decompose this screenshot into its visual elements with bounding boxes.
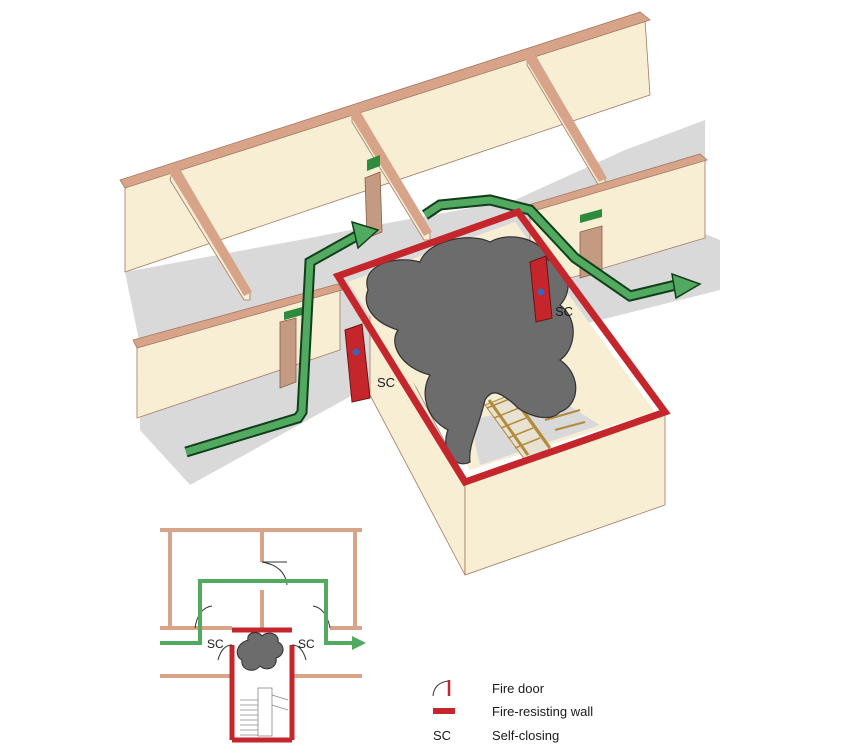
partition-wall-1-top bbox=[168, 166, 252, 296]
plan-smoke bbox=[236, 632, 284, 671]
floor-plan: SC SC bbox=[160, 528, 366, 743]
fire-door-left bbox=[344, 323, 371, 403]
office-door-left bbox=[279, 317, 297, 389]
isometric-illustration: SC SC bbox=[119, 11, 720, 576]
partition-wall-2-top bbox=[348, 108, 432, 236]
plan-stairs bbox=[240, 687, 289, 737]
plan-sc-label-right: SC bbox=[298, 637, 315, 651]
escape-route-arrowhead-right bbox=[671, 272, 702, 300]
legend-fire-door-label: Fire door bbox=[492, 681, 545, 696]
plan-escape-route bbox=[160, 579, 355, 645]
office-door-back bbox=[364, 171, 383, 239]
legend: Fire door Fire-resisting wall SC Self-cl… bbox=[432, 680, 593, 743]
exit-sign-back bbox=[367, 155, 380, 171]
back-wall-top bbox=[119, 11, 651, 189]
legend-sc-key: SC bbox=[433, 728, 451, 743]
escape-route-right bbox=[423, 196, 681, 300]
corridor-wall-left-top bbox=[132, 283, 343, 349]
door-closer-right bbox=[537, 288, 545, 296]
plan-fire-walls bbox=[229, 627, 295, 743]
escape-route-left bbox=[184, 230, 362, 456]
door-closer-left bbox=[352, 348, 360, 356]
floor-rooms bbox=[125, 120, 705, 345]
fire-resisting-wall-top bbox=[332, 207, 671, 487]
plan-fire-door-right bbox=[291, 644, 307, 661]
legend-fire-wall-label: Fire-resisting wall bbox=[492, 704, 593, 719]
exit-sign-right bbox=[580, 209, 602, 223]
plan-fire-door-left bbox=[217, 644, 233, 661]
legend-sc-desc: Self-closing bbox=[492, 728, 559, 743]
legend-fire-door-symbol bbox=[432, 680, 451, 697]
legend-fire-wall-symbol bbox=[433, 708, 455, 714]
smoke-cloud bbox=[365, 236, 577, 465]
plan-route-arrowhead bbox=[352, 636, 366, 650]
sc-label-right-door: SC bbox=[555, 304, 573, 319]
sc-label-left-door: SC bbox=[377, 375, 395, 390]
plan-walls bbox=[160, 528, 362, 678]
plan-sc-label-left: SC bbox=[207, 637, 224, 651]
escape-route-arrowhead-left bbox=[350, 220, 380, 250]
partition-wall-3-top bbox=[523, 51, 607, 182]
exit-sign-left bbox=[284, 306, 306, 320]
